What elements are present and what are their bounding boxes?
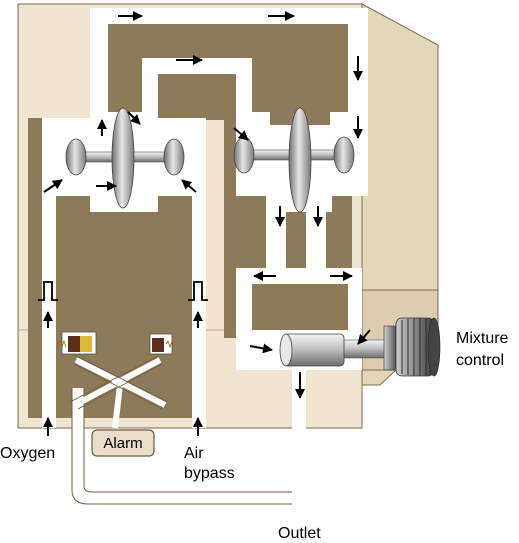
air-bypass-label-line1: Air [184, 445, 204, 462]
right-valve-disc-left [233, 136, 255, 174]
alarm-label: Alarm [103, 435, 142, 452]
distribution-right-leg [348, 268, 362, 344]
crossover-tube-outlines [69, 355, 169, 410]
alarm-return-line [72, 388, 292, 504]
proportioning-cylinder-end [279, 333, 293, 367]
air-alarm-poppet [149, 333, 175, 355]
air-pressure-pulse [188, 281, 208, 301]
outlet-passage [292, 368, 306, 518]
alarm-return-line-outline [71, 388, 292, 505]
flow-arrow [357, 329, 371, 345]
oxygen-alarm-poppet [57, 331, 97, 355]
outlet-label: Outlet [278, 525, 321, 542]
air-bypass-label-line2: bypass [184, 465, 235, 482]
right-down-passage-a [266, 196, 286, 276]
oxygen-label: Oxygen [0, 445, 55, 462]
flow-arrow [249, 343, 273, 354]
flow-arrow [233, 127, 249, 141]
distribution-left-leg [236, 268, 252, 344]
right-down-passage-b [306, 196, 326, 276]
mixture-control-label-line1: Mixture [456, 330, 509, 347]
oxygen-pressure-pulse [38, 281, 58, 301]
left-valve-disc-right [163, 138, 185, 176]
alarm-box: Alarm [91, 429, 155, 457]
mixture-control-label-line2: control [456, 352, 504, 369]
distribution-channel [236, 268, 362, 284]
mixture-knob-knurling [401, 318, 427, 376]
right-balance-valve [233, 107, 355, 213]
flow-arrows [43, 11, 371, 436]
crossover-tubes [73, 357, 167, 429]
top-loop-passage [90, 8, 368, 145]
mixture-control-assembly [279, 317, 441, 377]
left-valve-disc-left [65, 138, 87, 176]
left-balance-valve [65, 107, 185, 209]
proportioning-cylinder [283, 333, 345, 367]
right-valve-disc-right [333, 136, 355, 174]
mixture-knob-face [427, 317, 441, 377]
right-diaphragm [288, 107, 312, 213]
flow-arrow [127, 111, 141, 125]
flow-arrow [181, 179, 197, 193]
flow-arrow [43, 179, 63, 193]
left-diaphragm [111, 107, 135, 209]
